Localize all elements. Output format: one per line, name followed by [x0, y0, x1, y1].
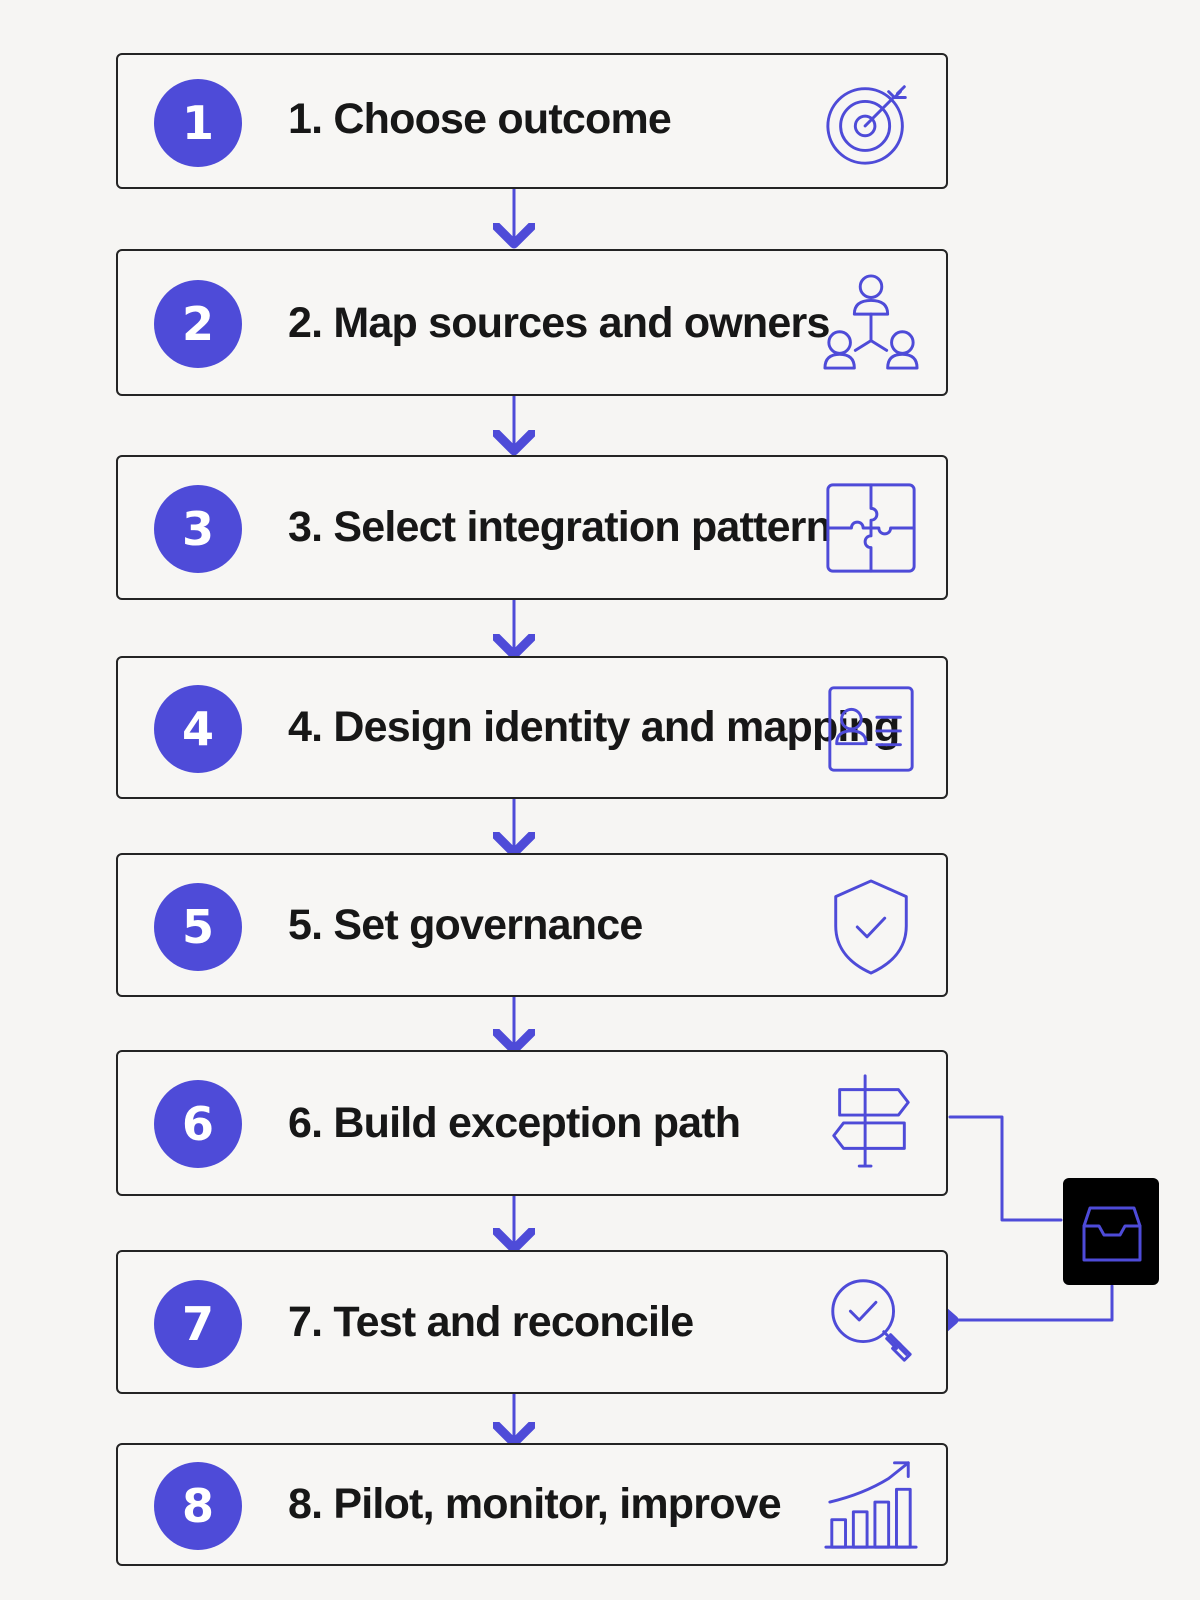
step-card-2: 2 2. Map sources and owners: [116, 249, 948, 396]
signpost-icon: [822, 1070, 920, 1168]
step-number-badge-6: 6: [154, 1080, 242, 1168]
people-network-icon: [822, 272, 920, 370]
step-label-2: 2. Map sources and owners: [288, 299, 830, 347]
step-label-3: 3. Select integration pattern: [288, 503, 832, 551]
step-label-7: 7. Test and reconcile: [288, 1298, 694, 1346]
step-card-7: 7 7. Test and reconcile: [116, 1250, 948, 1394]
step-card-1: 1 1. Choose outcome: [116, 53, 948, 189]
growth-chart-icon: [822, 1455, 920, 1553]
step-label-4: 4. Design identity and mapping: [288, 703, 900, 751]
step-number-badge-7: 7: [154, 1280, 242, 1368]
step-label-6: 6. Build exception path: [288, 1099, 741, 1147]
step-number-badge-4: 4: [154, 685, 242, 773]
id-card-icon: [822, 680, 920, 778]
step-number-badge-8: 8: [154, 1462, 242, 1550]
step-label-5: 5. Set governance: [288, 901, 643, 949]
magnifier-check-icon: [822, 1270, 920, 1368]
step-card-3: 3 3. Select integration pattern: [116, 455, 948, 600]
step-card-4: 4 4. Design identity and mapping: [116, 656, 948, 799]
step-label-1: 1. Choose outcome: [288, 95, 672, 143]
shield-check-icon: [822, 877, 920, 975]
step-label-8: 8. Pilot, monitor, improve: [288, 1480, 782, 1528]
step-card-5: 5 5. Set governance: [116, 853, 948, 997]
step-number-badge-2: 2: [154, 280, 242, 368]
step-card-6: 6 6. Build exception path: [116, 1050, 948, 1196]
puzzle-icon: [822, 479, 920, 577]
step-number-badge-3: 3: [154, 485, 242, 573]
step-number-badge-1: 1: [154, 79, 242, 167]
step-card-8: 8 8. Pilot, monitor, improve: [116, 1443, 948, 1566]
target-icon: [822, 74, 920, 172]
step-number-badge-5: 5: [154, 883, 242, 971]
